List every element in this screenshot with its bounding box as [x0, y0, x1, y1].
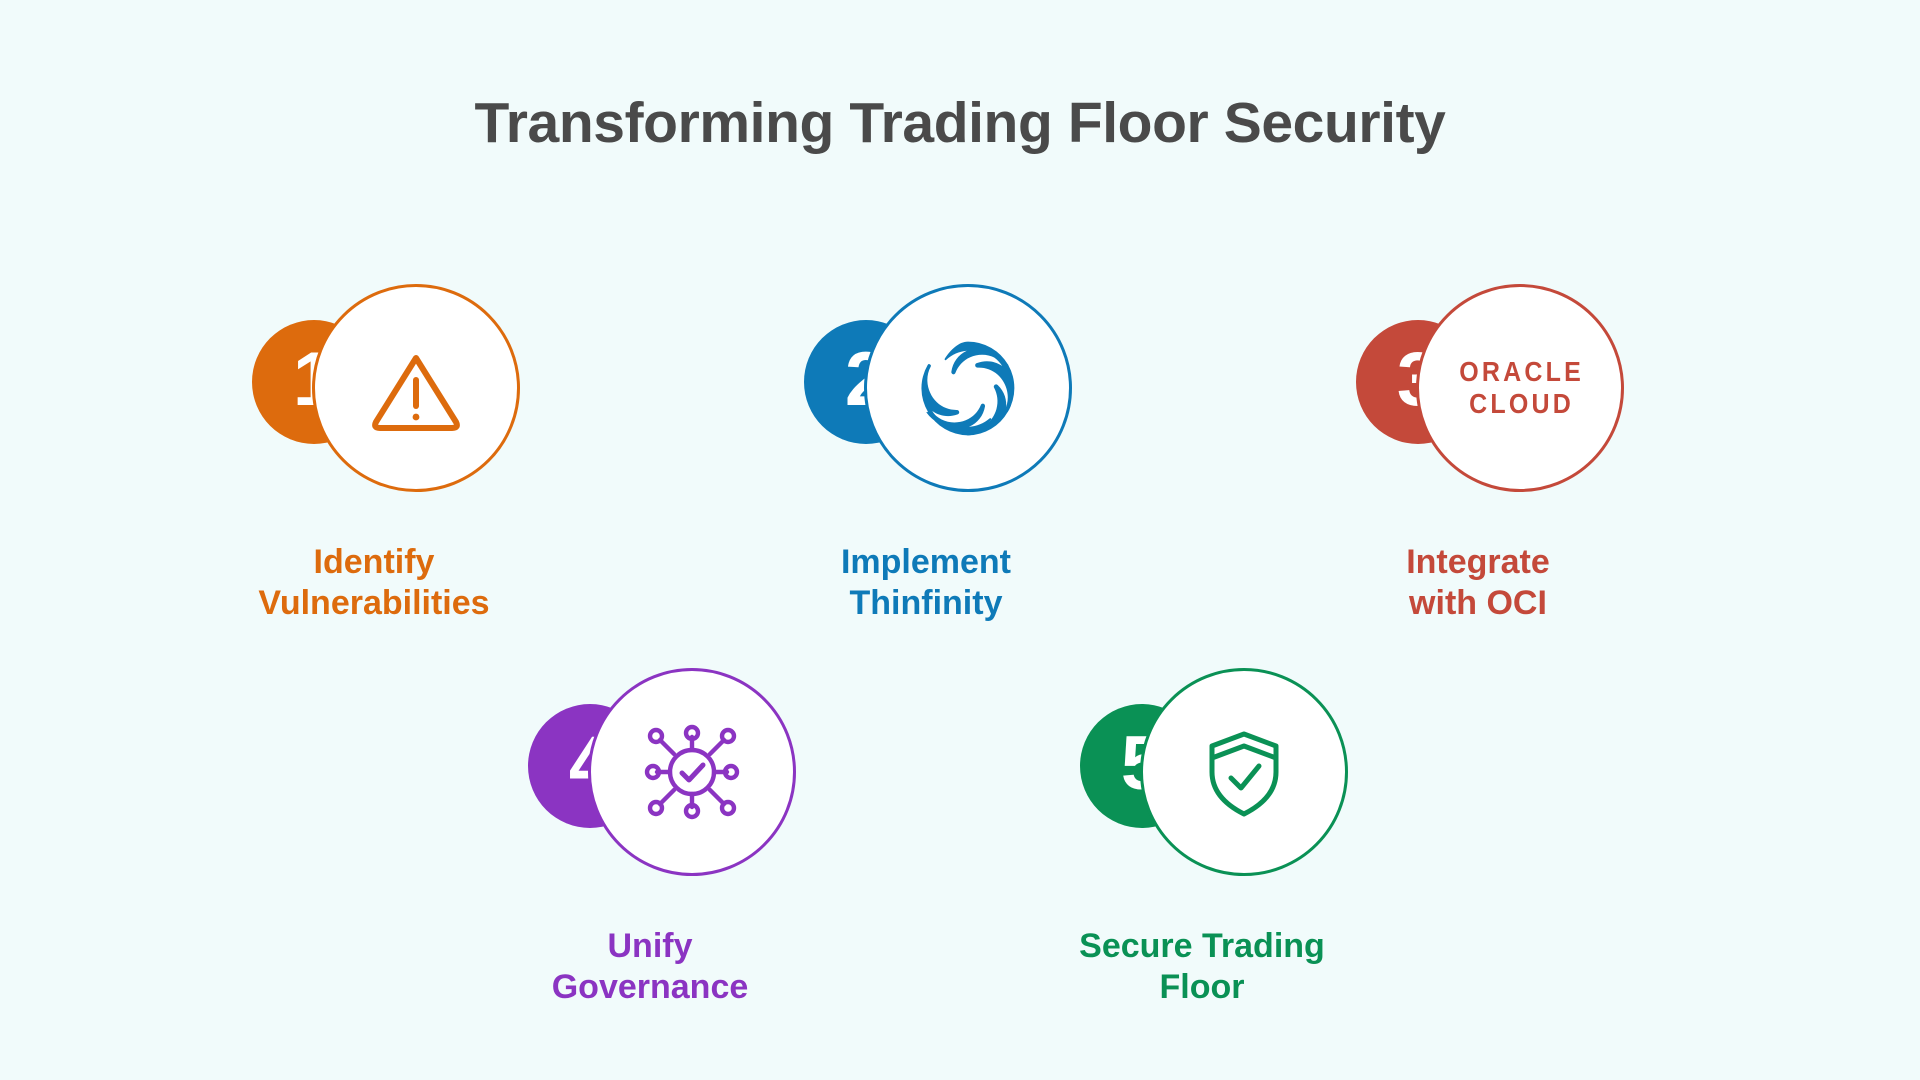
step-graphic-1: 1: [164, 284, 584, 516]
oracle-logo-line-2: CLOUD: [1469, 387, 1575, 420]
warning-triangle-icon: [360, 332, 472, 444]
oracle-cloud-logo-icon: ORACLE CLOUD: [1456, 355, 1584, 420]
step-label-3: Integrate with OCI: [1406, 543, 1550, 623]
step-card-5: 5 Secure Trading Floor: [992, 668, 1412, 1009]
step-card-1: 1 Identify Vulnerabilities: [164, 284, 584, 625]
thinfinity-logo-icon: [910, 330, 1026, 446]
page-title: Transforming Trading Floor Security: [474, 91, 1446, 155]
network-check-icon: [636, 716, 748, 828]
step-label-2: Implement Thinfinity: [840, 543, 1012, 623]
step-label-5: Secure Trading Floor: [1079, 927, 1325, 1007]
step-graphic-3: 3 ORACLE CLOUD: [1268, 284, 1688, 516]
step-graphic-4: 4: [440, 668, 860, 900]
step-icon-circle-5: [1140, 668, 1348, 876]
oracle-logo-line-1: ORACLE: [1459, 355, 1584, 388]
step-label-4: Unify Governance: [551, 927, 749, 1007]
step-icon-circle-3: ORACLE CLOUD: [1416, 284, 1624, 492]
step-icon-circle-4: [588, 668, 796, 876]
step-card-2: 2 Implement Thin: [716, 284, 1136, 625]
step-card-4: 4: [440, 668, 860, 1009]
step-icon-circle-1: [312, 284, 520, 492]
step-graphic-5: 5: [992, 668, 1412, 900]
step-icon-circle-2: [864, 284, 1072, 492]
step-card-3: 3 ORACLE CLOUD Integrate with OCI: [1268, 284, 1688, 625]
step-graphic-2: 2: [716, 284, 1136, 516]
shield-check-icon: [1188, 716, 1300, 828]
step-label-1: Identify Vulnerabilities: [258, 543, 490, 623]
